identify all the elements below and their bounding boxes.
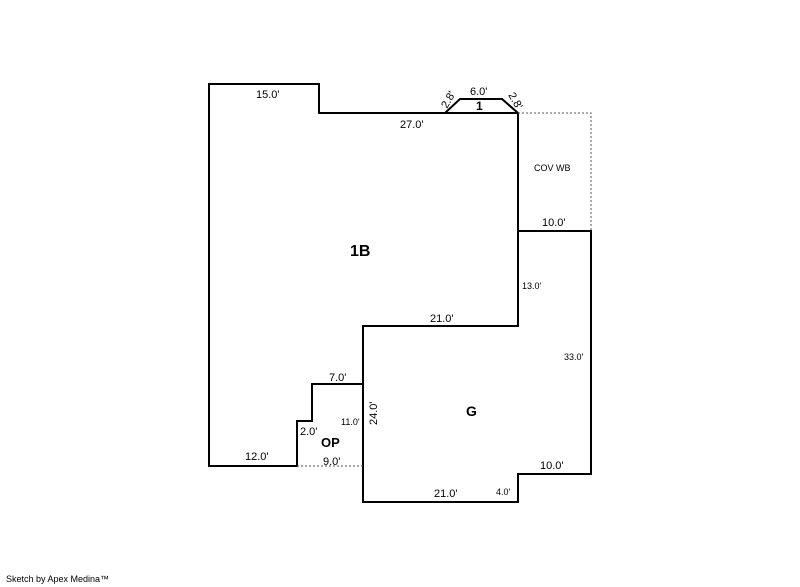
dim-bay-right: 2.8' xyxy=(505,91,524,112)
garage-outline xyxy=(362,230,592,503)
dim-porch-bottom: 9.0' xyxy=(323,456,340,468)
area-label-garage: G xyxy=(466,403,477,419)
covered-area-outline xyxy=(518,112,592,231)
dim-notch-top: 10.0' xyxy=(540,460,564,472)
dim-garage-left: 24.0' xyxy=(368,401,380,425)
dim-garage-upper-right: 13.0' xyxy=(522,281,542,291)
sketch-credit: Sketch by Apex Medina™ xyxy=(6,574,110,584)
dim-garage-bottom: 21.0' xyxy=(434,488,458,500)
dim-porch-top: 7.0' xyxy=(329,372,346,384)
dim-notch-side: 4.0' xyxy=(496,487,511,497)
area-label-bay: 1 xyxy=(476,99,483,113)
area-label-main: 1B xyxy=(350,243,370,260)
area-label-covered: COV WB xyxy=(534,163,571,173)
dim-top-middle: 27.0' xyxy=(400,119,424,131)
dim-bay-left: 2.8' xyxy=(439,89,458,110)
dim-garage-right: 33.0' xyxy=(564,352,584,362)
dim-porch-side: 11.0' xyxy=(341,417,360,427)
area-label-porch: OP xyxy=(321,435,340,450)
dim-bottom-left: 12.0' xyxy=(245,451,269,463)
dim-porch-step: 2.0' xyxy=(300,426,317,438)
dim-bay-top: 6.0' xyxy=(470,86,487,98)
dim-top-left: 15.0' xyxy=(256,89,280,101)
dim-garage-top: 10.0' xyxy=(542,217,566,229)
dim-step-mid: 21.0' xyxy=(430,313,454,325)
